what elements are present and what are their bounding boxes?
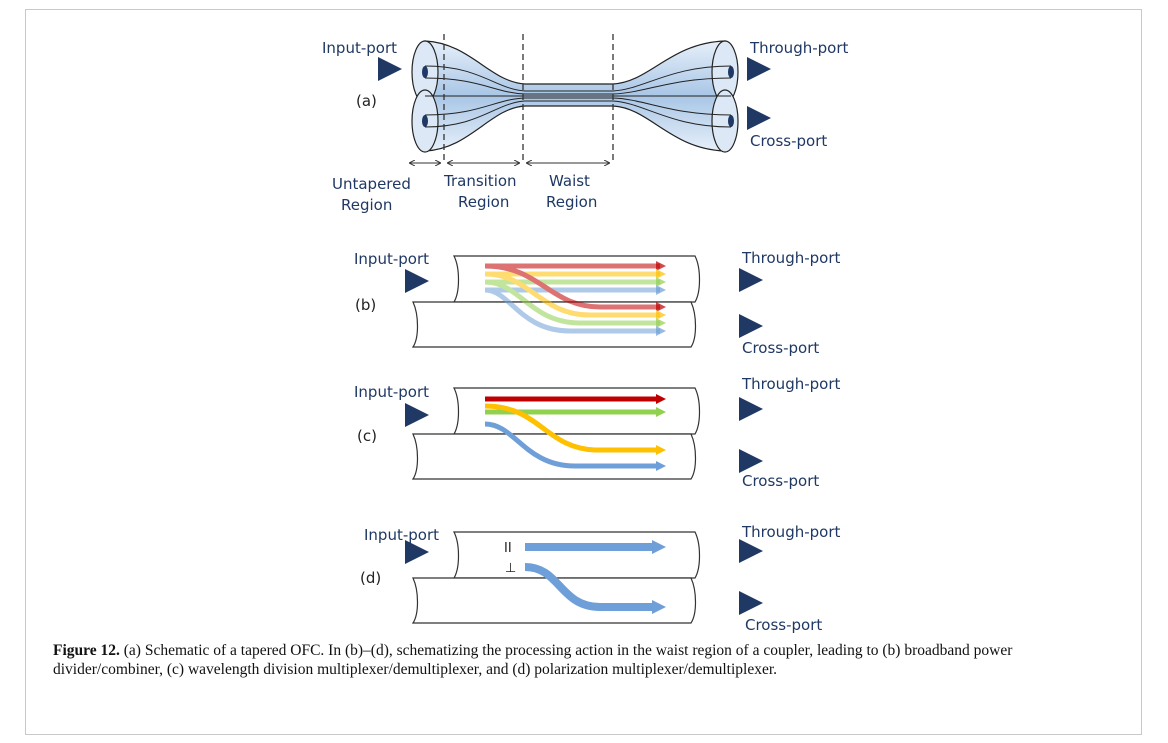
figure-caption: Figure 12. (a) Schematic of a tapered OF… <box>53 641 1113 679</box>
parallel-polarization-symbol: II <box>504 541 512 556</box>
lower-fiber <box>411 433 697 480</box>
panel-b-through-port: Through-port <box>741 249 840 267</box>
panel-b: Input-port Through-port Cross-port (b) <box>354 249 840 357</box>
panel-c-label: (c) <box>357 427 377 445</box>
beam-arrowheads <box>656 261 666 336</box>
caption-text: (a) Schematic of a tapered OFC. In (b)–(… <box>53 642 1013 678</box>
panel-b-label: (b) <box>355 296 376 314</box>
upper-fiber <box>452 255 701 303</box>
figure-number: Figure 12. <box>53 642 120 659</box>
region-untapered-line2: Region <box>341 196 392 214</box>
core-right-top <box>728 66 734 78</box>
upper-fiber <box>452 531 701 579</box>
region-waist-line1: Waist <box>549 172 590 190</box>
panel-d: II ⊥ Input-port Through-port Cross-port … <box>360 523 840 634</box>
panel-a-through-port: Through-port <box>749 39 848 57</box>
panel-c-through-port: Through-port <box>741 375 840 393</box>
panel-b-input-port: Input-port <box>354 250 429 268</box>
panel-d-through-port: Through-port <box>741 523 840 541</box>
panel-a-input-port: Input-port <box>322 39 397 57</box>
figure-diagram: Input-port Through-port Cross-port (a) U… <box>322 34 848 634</box>
core-left-top <box>422 66 428 78</box>
panel-c-input-port: Input-port <box>354 383 429 401</box>
panel-d-label: (d) <box>360 569 381 587</box>
panel-a-label: (a) <box>356 92 377 110</box>
region-transition-line2: Region <box>458 193 509 211</box>
panel-d-cross-port: Cross-port <box>745 616 822 634</box>
panel-c-cross-port: Cross-port <box>742 472 819 490</box>
panel-d-input-port: Input-port <box>364 526 439 544</box>
panel-a: Input-port Through-port Cross-port (a) U… <box>322 34 848 214</box>
lower-fiber <box>411 577 697 624</box>
panel-b-cross-port: Cross-port <box>742 339 819 357</box>
panel-c: Input-port Through-port Cross-port (c) <box>354 375 840 490</box>
right-fiber-end-bottom <box>711 89 739 153</box>
perpendicular-polarization-symbol: ⊥ <box>505 561 516 576</box>
region-transition-line1: Transition <box>443 172 517 190</box>
core-right-bottom <box>728 115 734 127</box>
region-waist-line2: Region <box>546 193 597 211</box>
panel-a-cross-port: Cross-port <box>750 132 827 150</box>
core-left-bottom <box>422 115 428 127</box>
region-untapered-line1: Untapered <box>332 175 411 193</box>
